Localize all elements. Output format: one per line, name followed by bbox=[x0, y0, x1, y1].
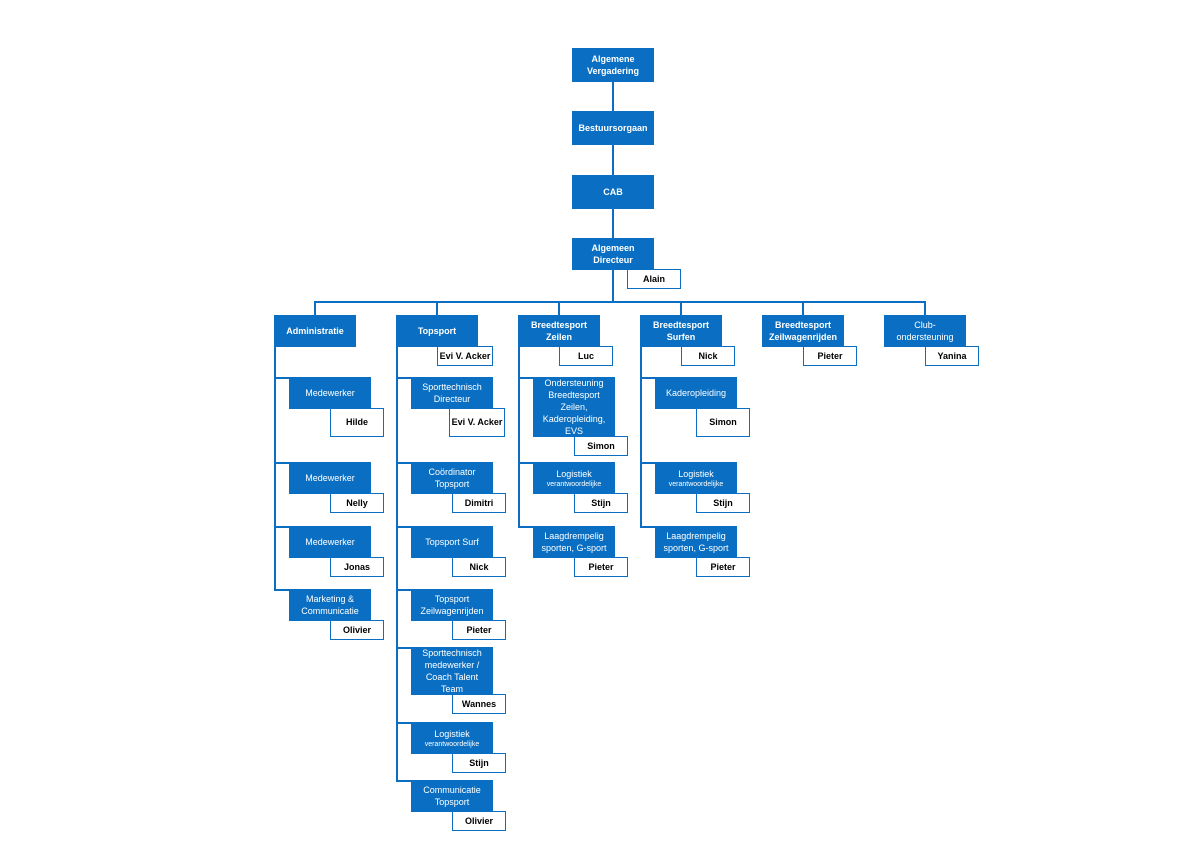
zeilen-person-2: Stijn bbox=[574, 493, 628, 513]
connector-drop-administratie bbox=[314, 301, 316, 315]
admin-role-3: Medewerker bbox=[289, 526, 371, 558]
zeilen-person-3: Pieter bbox=[574, 557, 628, 577]
admin-role-1: Medewerker bbox=[289, 377, 371, 409]
connector-director-down bbox=[612, 270, 614, 302]
connector-drop-zeilen bbox=[558, 301, 560, 315]
surfen-role-3: Laagdrempelig sporten, G-sport bbox=[655, 526, 737, 558]
surfen-role-2: Logistiek verantwoordelijke bbox=[655, 462, 737, 494]
connector-admin-4 bbox=[274, 589, 289, 591]
connector-surfen-spine bbox=[640, 347, 642, 527]
connector-zeilen-1 bbox=[518, 377, 533, 379]
admin-role-4: Marketing & Communicatie bbox=[289, 589, 371, 621]
topsport-role-2: Coördinator Topsport bbox=[411, 462, 493, 494]
department-zeilwagen-head: Pieter bbox=[803, 346, 857, 366]
connector-topsport-4 bbox=[396, 589, 411, 591]
admin-role-2: Medewerker bbox=[289, 462, 371, 494]
topsport-role-6-sub: verantwoordelijke bbox=[424, 740, 480, 748]
connector-zeilen-3 bbox=[518, 526, 533, 528]
connector-surfen-1 bbox=[640, 377, 655, 379]
topsport-role-6: Logistiek verantwoordelijke bbox=[411, 722, 493, 754]
zeilen-role-2-main: Logistiek bbox=[556, 468, 592, 479]
connector-topsport-7 bbox=[396, 780, 411, 782]
connector-topsport-1 bbox=[396, 377, 411, 379]
connector-zeilen-spine bbox=[518, 347, 520, 527]
department-administratie: Administratie bbox=[274, 315, 356, 347]
topsport-person-7: Olivier bbox=[452, 811, 506, 831]
connector-drop-club bbox=[924, 301, 926, 315]
algemene-vergadering-box: Algemene Vergadering bbox=[572, 48, 654, 82]
connector-surfen-2 bbox=[640, 462, 655, 464]
department-topsport-head: Evi V. Acker bbox=[437, 346, 493, 366]
connector-admin-3 bbox=[274, 526, 289, 528]
connector-topsport-2 bbox=[396, 462, 411, 464]
admin-person-3: Jonas bbox=[330, 557, 384, 577]
topsport-role-6-main: Logistiek bbox=[434, 728, 470, 739]
admin-person-2: Nelly bbox=[330, 493, 384, 513]
topsport-person-5: Wannes bbox=[452, 694, 506, 714]
department-zeilen: Breedtesport Zeilen bbox=[518, 315, 600, 347]
topsport-role-7: Communicatie Topsport bbox=[411, 780, 493, 812]
bestuursorgaan-box: Bestuursorgaan bbox=[572, 111, 654, 145]
zeilen-role-2-sub: verantwoordelijke bbox=[546, 480, 602, 488]
topsport-person-3: Nick bbox=[452, 557, 506, 577]
zeilen-role-1: Ondersteuning Breedtesport Zeilen, Kader… bbox=[533, 377, 615, 437]
department-topsport: Topsport bbox=[396, 315, 478, 347]
surfen-role-2-sub: verantwoordelijke bbox=[668, 480, 724, 488]
zeilen-role-3: Laagdrempelig sporten, G-sport bbox=[533, 526, 615, 558]
connector-topsport-3 bbox=[396, 526, 411, 528]
topsport-role-5: Sporttechnisch medewerker / Coach Talent… bbox=[411, 647, 493, 695]
department-surfen-head: Nick bbox=[681, 346, 735, 366]
topsport-role-3: Topsport Surf bbox=[411, 526, 493, 558]
zeilen-person-1: Simon bbox=[574, 436, 628, 456]
surfen-person-3: Pieter bbox=[696, 557, 750, 577]
connector-top-spine bbox=[612, 82, 614, 238]
topsport-role-1: Sporttechnisch Directeur bbox=[411, 377, 493, 409]
connector-drop-topsport bbox=[436, 301, 438, 315]
algemeen-directeur-box: Algemeen Directeur bbox=[572, 238, 654, 270]
surfen-person-2: Stijn bbox=[696, 493, 750, 513]
department-zeilwagen: Breedtesport Zeilwagenrijden bbox=[762, 315, 844, 347]
connector-admin-spine bbox=[274, 347, 276, 590]
algemeen-directeur-name: Alain bbox=[627, 269, 681, 289]
department-zeilen-head: Luc bbox=[559, 346, 613, 366]
surfen-person-1: Simon bbox=[696, 408, 750, 437]
admin-person-1: Hilde bbox=[330, 408, 384, 437]
topsport-person-2: Dimitri bbox=[452, 493, 506, 513]
connector-admin-2 bbox=[274, 462, 289, 464]
connector-surfen-3 bbox=[640, 526, 655, 528]
cab-box: CAB bbox=[572, 175, 654, 209]
connector-drop-surfen bbox=[680, 301, 682, 315]
department-surfen: Breedtesport Surfen bbox=[640, 315, 722, 347]
surfen-role-2-main: Logistiek bbox=[678, 468, 714, 479]
topsport-person-1: Evi V. Acker bbox=[449, 408, 505, 437]
zeilen-role-2: Logistiek verantwoordelijke bbox=[533, 462, 615, 494]
connector-zeilen-2 bbox=[518, 462, 533, 464]
connector-drop-zeilwagen bbox=[802, 301, 804, 315]
connector-topsport-5 bbox=[396, 647, 411, 649]
connector-admin-1 bbox=[274, 377, 289, 379]
connector-topsport-6 bbox=[396, 722, 411, 724]
topsport-role-4: Topsport Zeilwagenrijden bbox=[411, 589, 493, 621]
admin-person-4: Olivier bbox=[330, 620, 384, 640]
department-club-head: Yanina bbox=[925, 346, 979, 366]
topsport-person-6: Stijn bbox=[452, 753, 506, 773]
surfen-role-1: Kaderopleiding bbox=[655, 377, 737, 409]
department-club: Club-ondersteuning bbox=[884, 315, 966, 347]
connector-topsport-spine bbox=[396, 347, 398, 781]
topsport-person-4: Pieter bbox=[452, 620, 506, 640]
connector-department-bus bbox=[314, 301, 925, 303]
